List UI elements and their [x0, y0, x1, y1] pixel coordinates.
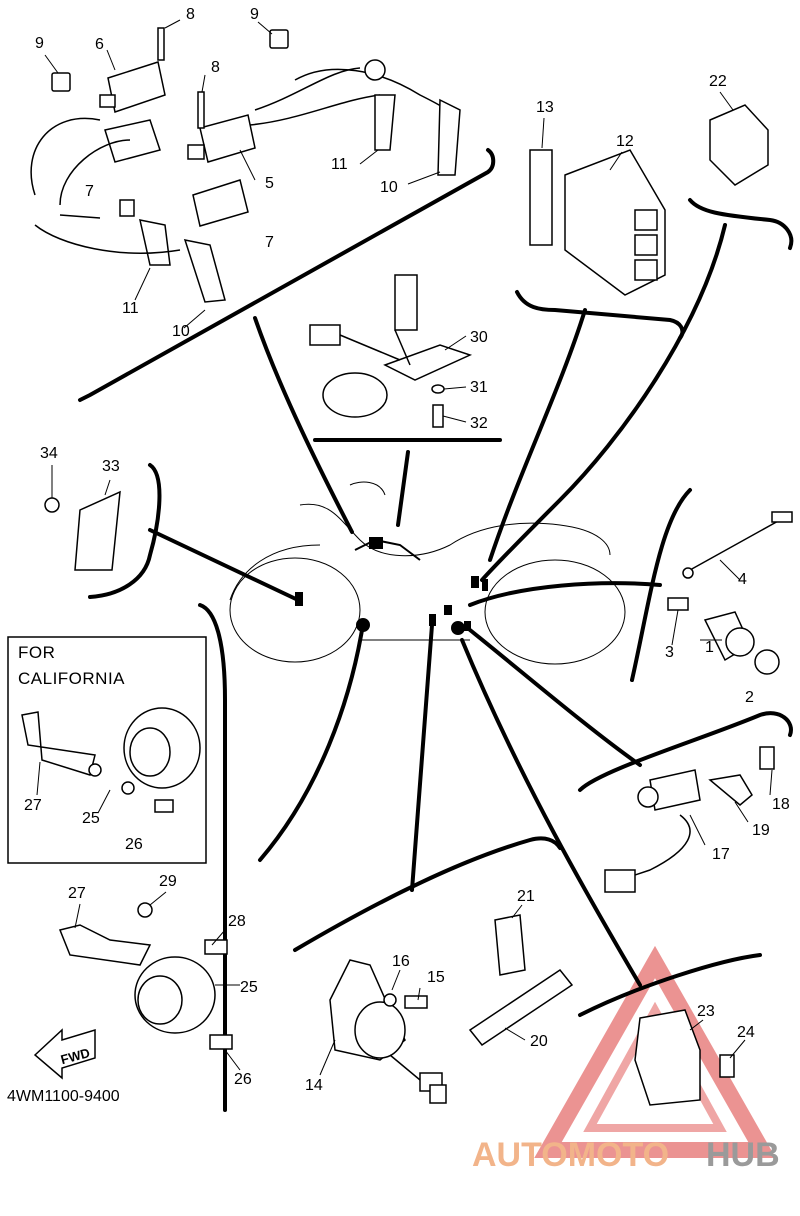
callout-2: 2 — [745, 689, 754, 706]
starter-group — [329, 914, 574, 1104]
callout-27b: 27 — [68, 885, 86, 902]
callout-16: 16 — [392, 953, 410, 970]
callout-30: 30 — [470, 329, 488, 346]
california-horn — [21, 707, 201, 813]
callout-14: 14 — [305, 1077, 323, 1094]
callout-21: 21 — [517, 888, 535, 905]
callout-26b: 26 — [234, 1071, 252, 1088]
ecu-group — [529, 104, 769, 296]
center-parts — [295, 537, 488, 635]
callout-7a: 7 — [85, 183, 94, 200]
callout-6: 6 — [95, 36, 104, 53]
callout-9a: 9 — [35, 35, 44, 52]
callout-13: 13 — [536, 99, 554, 116]
callout-25a: 25 — [82, 810, 100, 827]
callout-33: 33 — [102, 458, 120, 475]
callout-26a: 26 — [125, 836, 143, 853]
callout-28: 28 — [228, 913, 246, 930]
callout-24: 24 — [737, 1024, 755, 1041]
callout-18: 18 — [772, 796, 790, 813]
callout-29: 29 — [159, 873, 177, 890]
callout-8a: 8 — [186, 6, 195, 23]
callout-27a: 27 — [24, 797, 42, 814]
motorcycle-silhouette — [229, 481, 626, 665]
watermark-text-1: AUTOMOTO — [472, 1136, 669, 1174]
callout-23: 23 — [697, 1003, 715, 1020]
callout-7b: 7 — [265, 234, 274, 251]
california-label-line2: CALIFORNIA — [18, 669, 125, 688]
callout-1: 1 — [705, 639, 714, 656]
callout-11b: 11 — [122, 300, 139, 317]
callout-8b: 8 — [211, 59, 220, 76]
sensor-group — [604, 746, 775, 893]
bracket-23-group — [634, 1009, 735, 1106]
ignition-coil-group — [30, 27, 461, 303]
watermark-logo: AUTOMOTO HUB — [472, 945, 780, 1174]
callout-5: 5 — [265, 175, 274, 192]
callout-9b: 9 — [250, 6, 259, 23]
main-switch-group — [667, 511, 793, 675]
callout-25b: 25 — [240, 979, 258, 996]
callout-19: 19 — [752, 822, 770, 839]
diagram-code: 4WM1100-9400 — [7, 1088, 120, 1105]
callout-15: 15 — [427, 969, 445, 986]
callout-22: 22 — [709, 73, 727, 90]
panel-frames — [78, 148, 794, 1112]
callout-labels: 1 2 3 4 5 6 7 7 8 8 9 9 10 10 11 11 12 1… — [24, 6, 790, 1094]
fwd-arrow-label: FWD — [59, 1045, 91, 1067]
reflector-group — [44, 490, 121, 571]
callout-20: 20 — [530, 1033, 548, 1050]
callout-17: 17 — [712, 846, 730, 863]
leader-lines — [148, 223, 727, 987]
callout-31: 31 — [470, 379, 488, 396]
callout-3: 3 — [665, 644, 674, 661]
callout-11a: 11 — [331, 156, 348, 173]
lower-horn — [58, 902, 233, 1050]
watermark-text-2: HUB — [706, 1136, 780, 1174]
callout-4: 4 — [738, 571, 747, 588]
fwd-arrow: FWD — [33, 1028, 96, 1080]
callout-34: 34 — [40, 445, 58, 462]
california-label-line1: FOR — [18, 643, 55, 662]
callout-10a: 10 — [380, 179, 398, 196]
callout-12: 12 — [616, 133, 634, 150]
callout-32: 32 — [470, 415, 488, 432]
callout-leaders — [36, 19, 773, 1076]
fuel-sender-group — [309, 274, 473, 428]
